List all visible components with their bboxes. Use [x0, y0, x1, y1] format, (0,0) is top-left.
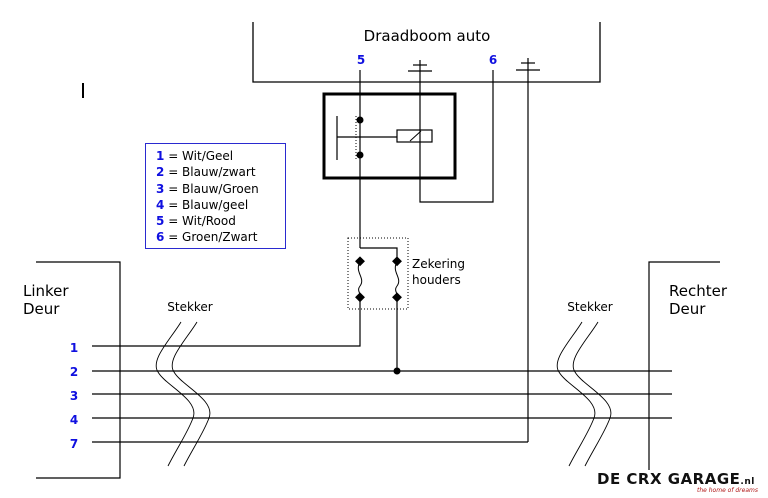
right-door-box	[648, 261, 720, 470]
wire-number: 1	[70, 341, 78, 355]
logo-tagline: the home of dreams	[697, 487, 758, 494]
wire-number: 4	[70, 413, 78, 427]
relay-box	[322, 92, 457, 180]
connector-icon	[556, 321, 612, 467]
fuse-holder-box	[347, 237, 409, 310]
fuse-bridge	[360, 247, 398, 262]
legend-item: 3 = Blauw/Groen	[156, 181, 259, 196]
harness-pin-5: 5	[357, 53, 365, 67]
logo-text: DE CRX GARAGE	[597, 470, 741, 488]
text-cursor	[82, 83, 84, 98]
right-door-label-1: Rechter	[669, 282, 728, 300]
fuse-icon	[355, 256, 365, 303]
connector-label-left: Stekker	[167, 300, 213, 314]
legend-item: 5 = Wit/Rood	[156, 214, 236, 229]
ground-icon	[516, 58, 540, 82]
connector-label-right: Stekker	[567, 300, 613, 314]
legend-item: 1 = Wit/Geel	[156, 149, 234, 163]
relay-icon	[336, 116, 433, 160]
connector-icon	[155, 321, 211, 467]
wire-coil-ground	[419, 70, 494, 203]
site-logo: DE CRX GARAGE.nl the home of dreams	[597, 470, 758, 494]
harness-pin-6: 6	[489, 53, 497, 67]
wire-number: 2	[70, 365, 78, 379]
fuse-label-2: houders	[412, 273, 461, 287]
logo-suffix: .nl	[740, 477, 755, 487]
harness-label: Draadboom auto	[364, 27, 491, 45]
legend-item: 2 = Blauw/zwart	[156, 165, 256, 180]
fuse-label-1: Zekering	[412, 257, 465, 271]
fuse-icon	[392, 256, 402, 303]
legend-item: 6 = Groen/Zwart	[156, 230, 258, 245]
left-door-box	[36, 261, 121, 479]
ground-icon	[408, 60, 432, 82]
wire-1-link	[92, 298, 361, 347]
wire-number: 7	[70, 437, 78, 451]
right-door-label-2: Deur	[669, 300, 706, 318]
left-door-label-2: Deur	[23, 300, 60, 318]
harness-box	[252, 22, 601, 83]
legend: 1 = Wit/Geel 2 = Blauw/zwart 3 = Blauw/G…	[145, 143, 286, 249]
legend-item: 4 = Blauw/geel	[156, 197, 249, 212]
left-door-label-1: Linker	[23, 282, 69, 300]
wire-number: 3	[70, 389, 78, 403]
